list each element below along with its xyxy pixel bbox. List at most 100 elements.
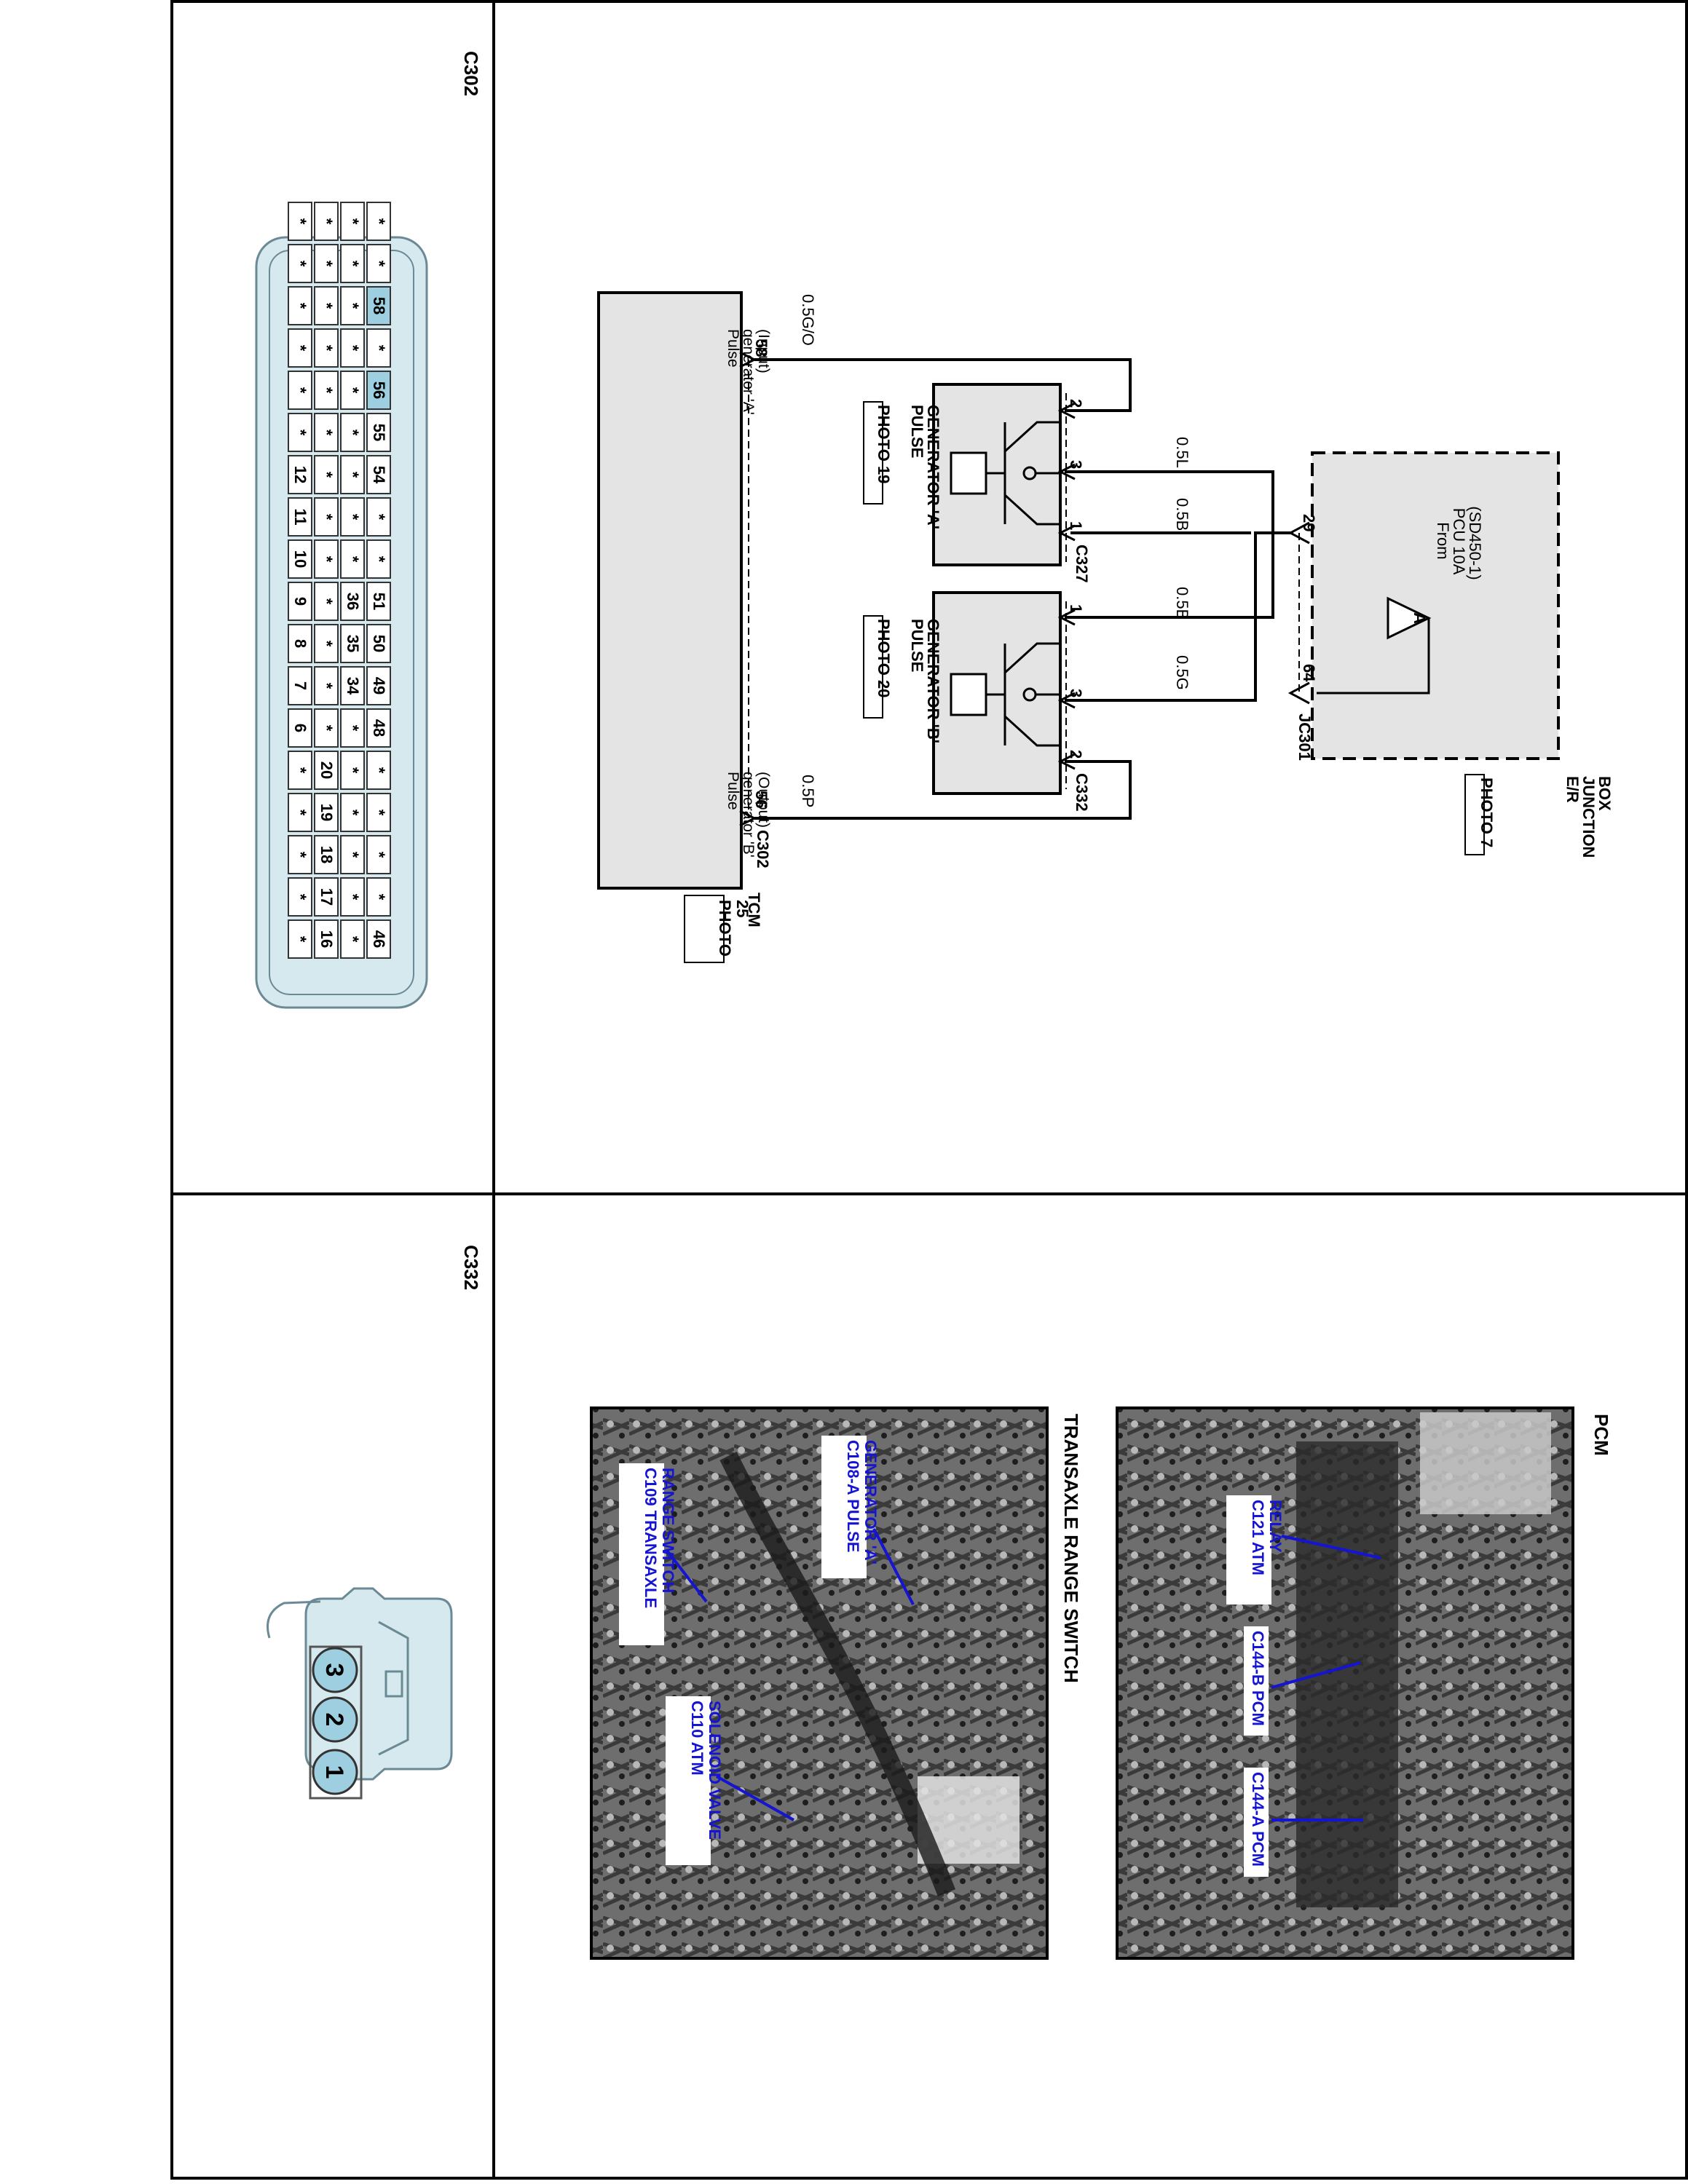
- power-wires: [1065, 470, 1293, 702]
- pg-b-pin-3: 3: [1067, 689, 1085, 697]
- c302-pin-cell: [366, 286, 391, 325]
- c302-pin-label: 19: [318, 804, 336, 821]
- c302-pin-label: *: [318, 598, 336, 605]
- tcm-pin-58: 58: [752, 339, 770, 357]
- transaxle-harness-shape: [719, 1452, 956, 1896]
- c302-pin-cell: [366, 497, 391, 537]
- c302-pin-label: 35: [344, 635, 362, 652]
- pcm-callout-1-label: C121 ATM RELAY: [1249, 1500, 1285, 1580]
- trans-callout-1-label: C108-A PULSE GENERATOR 'A': [844, 1440, 880, 1564]
- c302-pin-cell: [288, 455, 312, 494]
- c302-pin-cell: [340, 624, 365, 663]
- pg-a-pin-3: 3: [1067, 460, 1085, 469]
- c302-pin-cell: [288, 793, 312, 832]
- transaxle-photo-panel: TRANSAXLE RANGE SWITCH C108-A PULSE GENE…: [590, 1406, 1082, 1960]
- c302-pin-label: *: [318, 261, 336, 267]
- c302-pin-cell: [288, 202, 312, 241]
- c332-pin-3: 3: [312, 1647, 358, 1693]
- c302-pin-label: 11: [291, 508, 309, 525]
- c302-pin-cell: [288, 751, 312, 790]
- c332-latch: [267, 1600, 321, 1639]
- c332-connector-panel: C332 1 2 3: [267, 1245, 482, 1800]
- pg-b-label: PULSE GENERATOR 'B': [908, 619, 942, 743]
- c302-pin-label: 46: [370, 930, 388, 948]
- wire-w4-label: 0.5G: [1173, 655, 1191, 690]
- c302-pin-cell: [314, 497, 339, 537]
- c302-pin-label: *: [291, 810, 309, 816]
- transaxle-photo-title: TRANSAXLE RANGE SWITCH: [1060, 1414, 1082, 1683]
- pg-a-label: PULSE GENERATOR 'A': [908, 405, 942, 529]
- c302-pin-label: *: [344, 345, 362, 352]
- c302-pin-label: *: [370, 345, 388, 352]
- c302-pin-cell: [314, 539, 339, 579]
- c302-pin-cell: [366, 751, 391, 790]
- tcm-connector: C302: [754, 830, 772, 869]
- wire-w3-label: 0.5B: [1173, 587, 1191, 620]
- c302-pin-cell: [340, 328, 365, 368]
- c302-pin-cell: [366, 328, 391, 368]
- c302-pin-cell: [314, 877, 339, 917]
- c302-pin-cell: [288, 708, 312, 748]
- c302-pin-cell: [314, 919, 339, 959]
- c302-pin-label: *: [318, 472, 336, 478]
- c302-pin-cell: [366, 666, 391, 705]
- c302-pin-cell: [366, 877, 391, 917]
- c302-pin-label: *: [291, 767, 309, 774]
- c302-pin-label: *: [344, 218, 362, 225]
- c302-pin-label: *: [344, 556, 362, 563]
- c302-pin-cell: [366, 582, 391, 621]
- c302-pin-label: *: [370, 852, 388, 858]
- wire-w1-label: 0.5L: [1173, 437, 1191, 468]
- c332-title: C332: [460, 1245, 482, 1290]
- fuse-feed-wire: [1317, 618, 1430, 695]
- fuse-triangle-icon: [1387, 596, 1432, 640]
- c302-pin-label: *: [344, 303, 362, 309]
- c302-pin-label: *: [344, 261, 362, 267]
- c332-pin-1: 1: [312, 1749, 358, 1795]
- pg-a-transistor-icon: [950, 421, 1060, 526]
- pg-a-pin-2: 2: [1067, 399, 1085, 408]
- c302-pin-cell: [366, 539, 391, 579]
- trans-callout-1-arrow: [872, 1528, 915, 1605]
- pg-b-terminals: [1057, 609, 1076, 770]
- c302-pin-label: *: [318, 345, 336, 352]
- junction-box-photo-box: [1464, 774, 1485, 855]
- pg-a-terminals: [1057, 402, 1076, 542]
- c302-pin-cell: [314, 455, 339, 494]
- c302-pin-label: *: [291, 936, 309, 943]
- c302-pin-label: *: [318, 556, 336, 563]
- c302-pin-cell: [340, 244, 365, 283]
- pcm-photo-panel: PCM C121 ATM RELAY C144-B PCM C144-A PCM: [1116, 1406, 1612, 1960]
- c302-pin-label: *: [291, 387, 309, 394]
- from-pcu-label: From PCU 10A (SD450-1): [1434, 506, 1484, 579]
- c302-pin-cell: [366, 455, 391, 494]
- c302-pin-grid: 46****48495051**545556*58********343536*…: [288, 202, 391, 959]
- jc301-pin-64-terminal: [1287, 681, 1310, 705]
- c302-pin-label: *: [344, 472, 362, 478]
- c302-pin-cell: [314, 582, 339, 621]
- c332-pin-frame: [309, 1645, 363, 1800]
- c302-pin-cell: [314, 286, 339, 325]
- wire-w2-label: 0.5B: [1173, 498, 1191, 531]
- c302-pin-cell: [288, 286, 312, 325]
- c302-pin-label: *: [344, 767, 362, 774]
- c302-pin-label: 34: [344, 677, 362, 695]
- c302-pin-cell: [340, 539, 365, 579]
- trans-callout-1: C108-A PULSE GENERATOR 'A': [821, 1436, 915, 1605]
- c302-pin-cell: [314, 328, 339, 368]
- c302-pin-cell: [314, 413, 339, 452]
- trans-callout-3: C110 ATM SOLENOID VALVE: [666, 1696, 794, 1865]
- c302-title: C302: [460, 51, 482, 96]
- c302-pin-cell: [340, 286, 365, 325]
- c302-pin-cell: [288, 835, 312, 874]
- c302-pin-cell: [340, 413, 365, 452]
- pg-a-connector: C327: [1073, 545, 1091, 583]
- trans-callout-2: C109 TRANSAXLE RANGE SWITCH: [619, 1463, 708, 1645]
- c302-pin-cell: [340, 793, 365, 832]
- trans-callout-2-arrow: [666, 1549, 708, 1603]
- c302-pin-cell: [288, 877, 312, 917]
- pcm-callout-2: C144-B PCM: [1244, 1626, 1361, 1736]
- c302-pin-cell: [366, 835, 391, 874]
- c302-pin-cell: [288, 539, 312, 579]
- c302-pin-label: 36: [344, 593, 362, 610]
